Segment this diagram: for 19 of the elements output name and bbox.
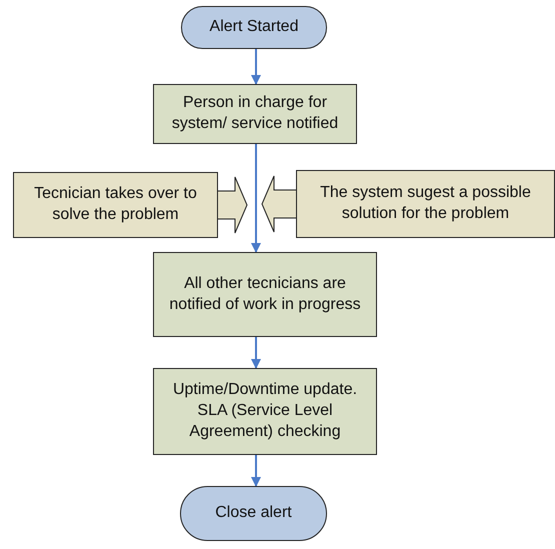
process-box	[13, 172, 218, 238]
arrow	[251, 337, 261, 369]
process-box	[153, 84, 357, 144]
process-box	[153, 252, 377, 337]
arrow	[251, 49, 261, 85]
process-box	[296, 170, 555, 238]
arrow	[251, 455, 261, 487]
process-box	[153, 368, 377, 455]
arrow	[251, 144, 261, 253]
node-text: Tecnician takes over to solve the problem	[33, 184, 198, 225]
node-text: Uptime/Downtime update. SLA (Service Level Agreement) checking	[172, 380, 358, 442]
node-text: The system sugest a possible solution for the problem	[319, 183, 532, 224]
node-text: Close alert	[215, 503, 292, 524]
block-arrow	[218, 176, 248, 234]
node-text: Alert Started	[210, 17, 298, 38]
node-text: Person in charge for system/ service notified	[170, 93, 340, 134]
node-text: All other tecnicians are notified of work in progress	[168, 274, 362, 314]
terminal-box	[181, 6, 327, 49]
block-arrow	[261, 176, 296, 232]
